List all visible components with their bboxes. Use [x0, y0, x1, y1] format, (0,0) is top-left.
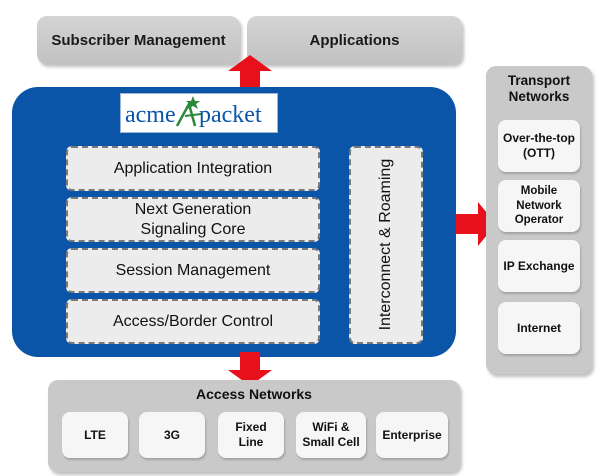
interconnect-roaming-box: Interconnect & Roaming — [349, 146, 423, 344]
access-item-enterprise: Enterprise — [376, 412, 448, 458]
down-arrow — [228, 352, 272, 386]
transport-item-ip-exchange: IP Exchange — [498, 240, 580, 292]
logo-text-packet: packet — [199, 102, 262, 128]
layer-session-management: Session Management — [66, 248, 320, 293]
transport-item-internet: Internet — [498, 302, 580, 354]
access-item-lte: LTE — [62, 412, 128, 458]
up-arrow — [228, 55, 272, 89]
subscriber-management-label: Subscriber Management — [51, 31, 226, 49]
logo-graphic: acme packet — [125, 96, 262, 128]
access-item-wifi-small-cell: WiFi & Small Cell — [296, 412, 366, 458]
access-item-fixed-line: Fixed Line — [218, 412, 284, 458]
subscriber-management-box: Subscriber Management — [37, 16, 240, 64]
logo-text-acme: acme — [125, 102, 176, 128]
layer-application-integration: Application Integration — [66, 146, 320, 191]
layer-access-border-control: Access/Border Control — [66, 299, 320, 344]
applications-label: Applications — [309, 31, 400, 49]
transport-networks-title: Transport Networks — [507, 73, 571, 105]
layer-next-generation-signaling-core: Next Generation Signaling Core — [66, 197, 320, 242]
interconnect-roaming-label: Interconnect & Roaming — [377, 159, 395, 331]
transport-item-ott: Over-the-top (OTT) — [498, 120, 580, 172]
access-networks-title: Access Networks — [196, 386, 312, 402]
transport-item-mno: Mobile Network Operator — [498, 180, 580, 232]
acme-packet-logo: acme packet — [120, 93, 278, 133]
access-item-3g: 3G — [139, 412, 205, 458]
applications-box: Applications — [247, 16, 462, 64]
